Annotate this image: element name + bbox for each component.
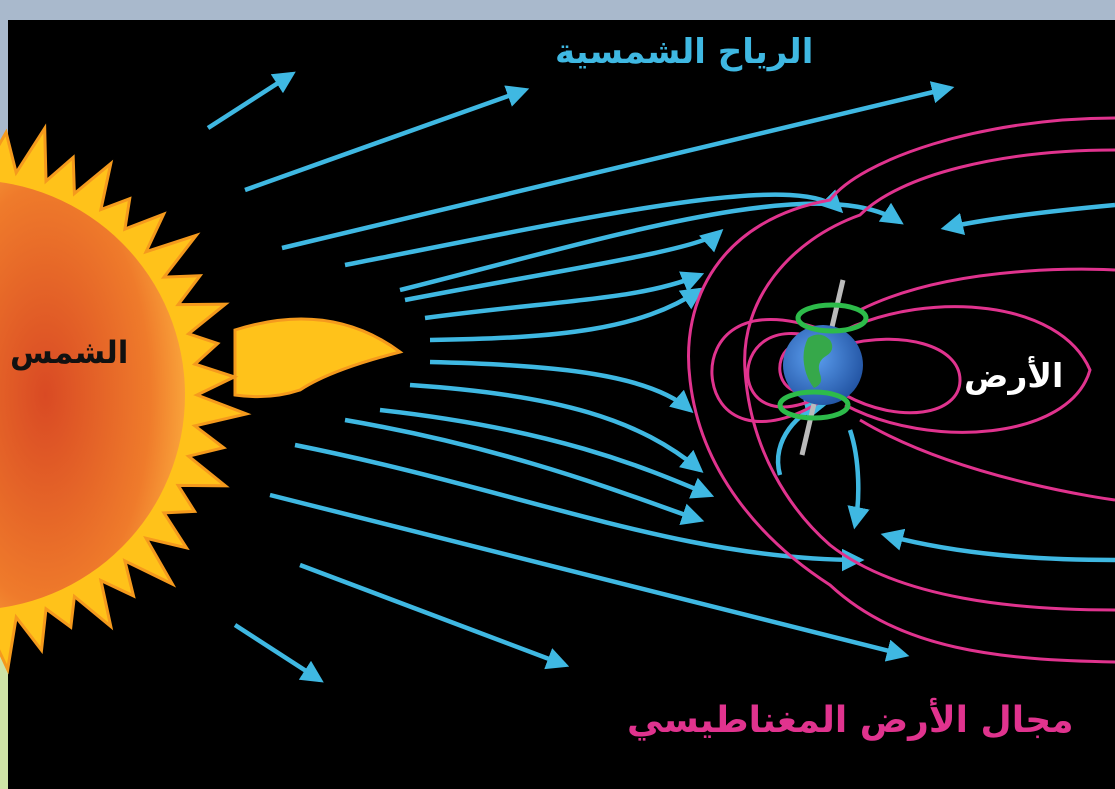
earth-label: الأرض (964, 356, 1064, 395)
image-frame-top (0, 0, 1115, 20)
solar-wind-streams (206, 71, 1115, 683)
sun-body (0, 182, 185, 608)
solar-wind-stream (294, 442, 865, 572)
solar-wind-label: الرياح الشمسية (555, 32, 814, 72)
solar-wind-stream (344, 189, 844, 268)
magnetic-field-line (687, 116, 1115, 664)
magnetic-field-line (844, 337, 962, 415)
solar-wind-stream (269, 492, 910, 662)
solar-wind-stream (233, 623, 324, 683)
solar-wind-stream (206, 71, 296, 130)
earth-globe (783, 325, 863, 405)
solar-wind-stream (424, 271, 705, 321)
solar-wind-stream (299, 562, 570, 670)
magnetic-field-line (710, 318, 824, 424)
aurora-ring-south (777, 389, 851, 421)
solar-wind-stream (940, 202, 1115, 235)
solar-wind-stream (847, 429, 870, 530)
solar-wind-stream (880, 528, 1115, 563)
solar-wind-stream (244, 85, 530, 193)
magnetic-field-line (859, 267, 1115, 312)
magnetic-field-line (746, 332, 824, 409)
earth-icon (777, 279, 869, 456)
solar-wind-stream (409, 382, 704, 473)
solar-wind-stream (399, 201, 904, 293)
magnetic-field-line (743, 148, 1115, 612)
magnetic-field-line (859, 418, 1115, 502)
sun-icon (0, 123, 404, 675)
earth-continents (803, 334, 833, 388)
solar-wind-stream (404, 228, 724, 303)
solar-wind-stream (429, 359, 694, 413)
sun-label: الشمس (10, 335, 129, 371)
solar-wind-stream (379, 407, 715, 499)
aurora-ring-north (795, 302, 869, 334)
solar-wind-stream (281, 81, 955, 251)
solar-wind-stream (429, 287, 704, 343)
magnetic-field-line (844, 305, 1092, 434)
solar-wind-stream (344, 417, 705, 525)
magnetic-field-label: مجال الأرض المغناطيسي (627, 700, 1074, 741)
